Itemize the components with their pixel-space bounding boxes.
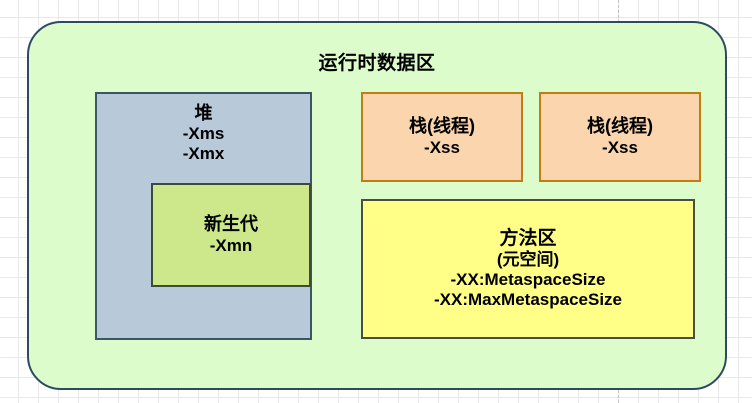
method-area-box[interactable]: 方法区 (元空间) -XX:MetaspaceSize -XX:MaxMetas… [361, 199, 695, 339]
stack-thread-title-1: 栈(线程) [409, 116, 475, 137]
method-area-param-metaspacesize: -XX:MetaspaceSize [450, 270, 606, 290]
heap-param-xmx: -Xmx [182, 144, 225, 164]
runtime-data-area-container[interactable]: 运行时数据区 堆 -Xms -Xmx 新生代 -Xmn 栈(线程) -Xss 栈… [27, 21, 727, 390]
young-generation-title: 新生代 [204, 214, 258, 235]
stack-thread-title-2: 栈(线程) [587, 116, 653, 137]
heap-box[interactable]: 堆 -Xms -Xmx 新生代 -Xmn [95, 92, 312, 340]
method-area-title: 方法区 [499, 227, 557, 249]
stack-thread-box-2[interactable]: 栈(线程) -Xss [539, 92, 701, 182]
stack-thread-param-xss-2: -Xss [602, 137, 638, 157]
stack-thread-param-xss-1: -Xss [424, 137, 460, 157]
heap-param-xms: -Xms [182, 124, 225, 144]
young-generation-param-xmn: -Xmn [209, 235, 253, 255]
method-area-param-maxmetaspacesize: -XX:MaxMetaspaceSize [433, 290, 623, 310]
stack-thread-box-1[interactable]: 栈(线程) -Xss [361, 92, 523, 182]
young-generation-box[interactable]: 新生代 -Xmn [151, 183, 311, 287]
method-area-subtitle: (元空间) [496, 250, 560, 270]
heap-title: 堆 [194, 103, 213, 123]
runtime-data-area-title: 运行时数据区 [318, 53, 436, 74]
